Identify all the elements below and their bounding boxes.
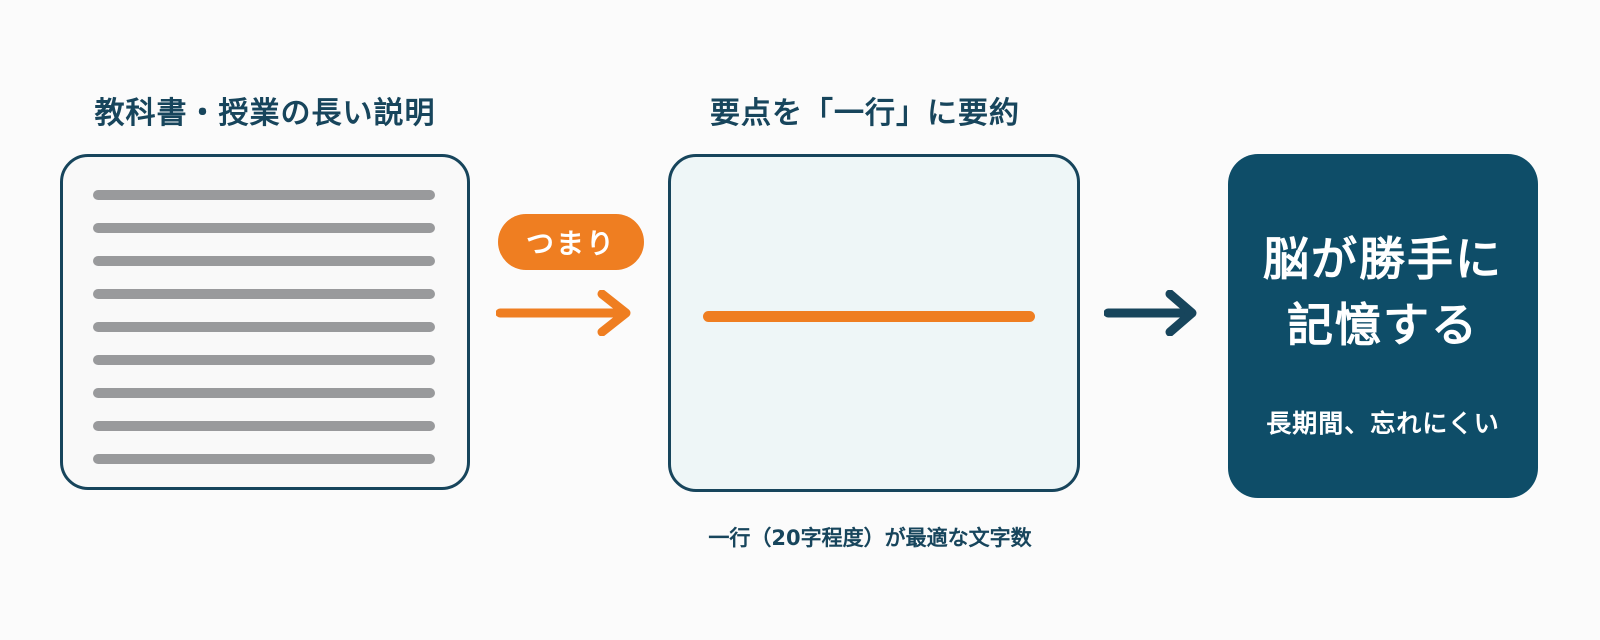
memory-result-line2: 記憶する <box>1287 298 1479 352</box>
summary-heading: 要点を「一行」に要約 <box>710 96 1020 131</box>
text-line <box>93 454 435 464</box>
summary-line <box>703 311 1035 322</box>
memory-result-panel: 脳が勝手に 記憶する 長期間、忘れにくい <box>1228 154 1538 498</box>
text-line <box>93 355 435 365</box>
text-line <box>93 388 435 398</box>
long-explanation-heading: 教科書・授業の長い説明 <box>94 96 436 131</box>
tsumari-badge: つまり <box>498 214 644 270</box>
memory-result-title: 脳が勝手に 記憶する <box>1228 226 1538 358</box>
text-line <box>93 190 435 200</box>
arrow-right-navy-icon <box>1104 290 1197 336</box>
one-line-summary-panel <box>668 154 1080 492</box>
optimal-length-caption: 一行（20字程度）が最適な文字数 <box>708 526 1032 550</box>
memory-result-line1: 脳が勝手に <box>1263 232 1503 286</box>
text-line <box>93 421 435 431</box>
text-line <box>93 256 435 266</box>
text-line <box>93 289 435 299</box>
arrow-right-orange-icon <box>496 290 631 336</box>
text-line <box>93 322 435 332</box>
text-line <box>93 223 435 233</box>
memory-result-subtitle: 長期間、忘れにくい <box>1266 409 1500 438</box>
long-text-panel <box>60 154 470 490</box>
